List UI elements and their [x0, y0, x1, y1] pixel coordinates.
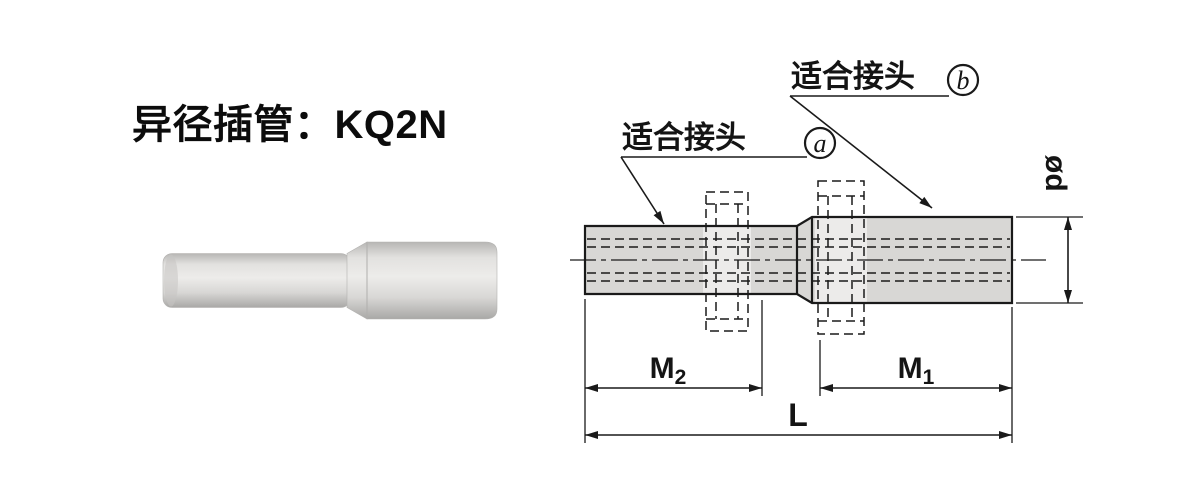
dim-d-arrow-up-icon: [1064, 217, 1072, 230]
callout-a-arrow-icon: [653, 210, 664, 224]
dim-m1-label: M1: [898, 352, 935, 389]
callout-b-leader: [789, 95, 933, 209]
dim-l-arrow-right-icon: [999, 431, 1012, 439]
dim-m1-arrow-right-icon: [999, 384, 1012, 392]
callout-b-group: 适合接头 b: [789, 59, 980, 209]
phantom-a-highlight: [703, 193, 751, 331]
fitting-label-a: 适合接头: [622, 120, 746, 155]
photo-taper: [346, 241, 368, 320]
callout-b-letter: b: [957, 66, 970, 95]
hidden-bore-lines: [587, 238, 1010, 282]
photo-small-tube: [162, 253, 351, 308]
photo-left-cap: [164, 254, 178, 307]
phantom-fitting-a: [705, 191, 749, 332]
dim-m2-label: M2: [650, 352, 687, 389]
dim-m2-arrow-left-icon: [585, 384, 598, 392]
callout-b-circle: [946, 63, 980, 97]
callout-b-arrow-icon: [919, 196, 932, 208]
dimension-m2: M2: [585, 352, 762, 392]
photo-large-tube: [366, 241, 498, 320]
product-photo: [162, 241, 498, 320]
dim-m1-arrow-left-icon: [820, 384, 833, 392]
dim-m2-arrow-right-icon: [749, 384, 762, 392]
part-outline: [583, 215, 1014, 305]
phantom-fitting-b: [817, 180, 865, 335]
callout-a-group: 适合接头 a: [620, 120, 837, 225]
extension-lines: [584, 299, 1013, 443]
fitting-label-b: 适合接头: [791, 59, 915, 94]
technical-drawing: 适合接头 a 适合接头 b ød: [570, 59, 1083, 443]
dimension-d: ød: [1016, 155, 1083, 304]
page-title: 异径插管：KQ2N: [132, 103, 448, 147]
dim-d-arrow-down-icon: [1064, 290, 1072, 303]
part-silhouette: [583, 215, 1014, 305]
dim-l-arrow-left-icon: [585, 431, 598, 439]
dim-l-label: L: [788, 397, 808, 433]
callout-a-circle: [803, 126, 837, 160]
dim-d-label: ød: [1039, 155, 1072, 192]
callout-a-letter: a: [814, 129, 827, 158]
dimension-m1: M1: [820, 352, 1012, 392]
callout-a-leader: [620, 156, 665, 225]
phantom-b-outline: [817, 180, 865, 335]
phantom-a-outline: [705, 191, 749, 332]
phantom-b-highlight: [815, 183, 867, 334]
dimension-l: L: [585, 397, 1012, 439]
